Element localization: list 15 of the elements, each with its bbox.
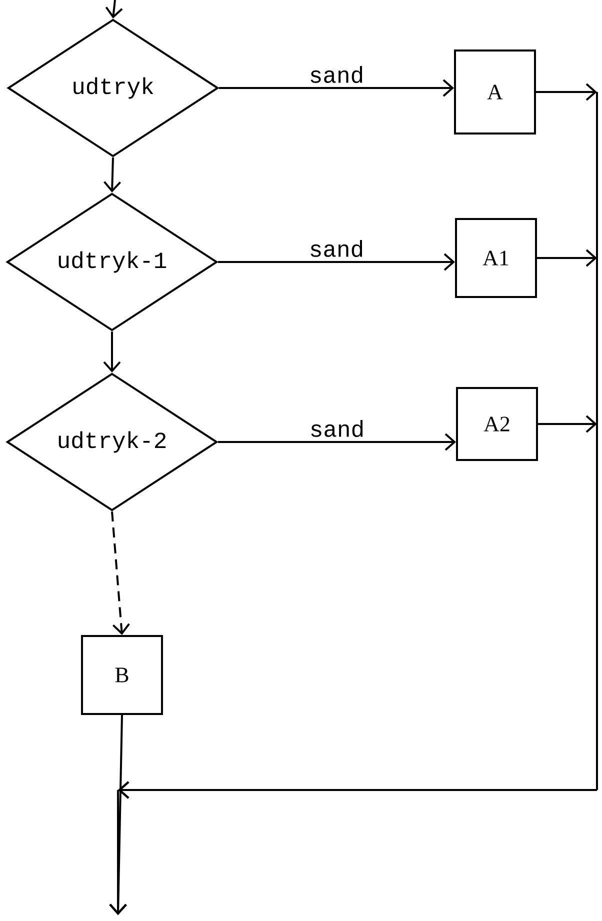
edge-label: sand — [308, 239, 366, 258]
arrow — [104, 157, 122, 192]
arrow — [105, 0, 123, 19]
arrow — [219, 79, 454, 97]
process-box: A — [454, 50, 536, 134]
arrow — [218, 253, 455, 271]
edge-label: sand — [308, 419, 366, 438]
arrow — [103, 332, 121, 372]
process-box: A2 — [456, 387, 538, 461]
arrow — [218, 433, 456, 451]
process-box: A1 — [455, 218, 537, 298]
arrow — [109, 714, 127, 915]
arrow — [111, 511, 130, 635]
edge-label: sand — [308, 65, 366, 84]
process-box: B — [81, 635, 163, 715]
